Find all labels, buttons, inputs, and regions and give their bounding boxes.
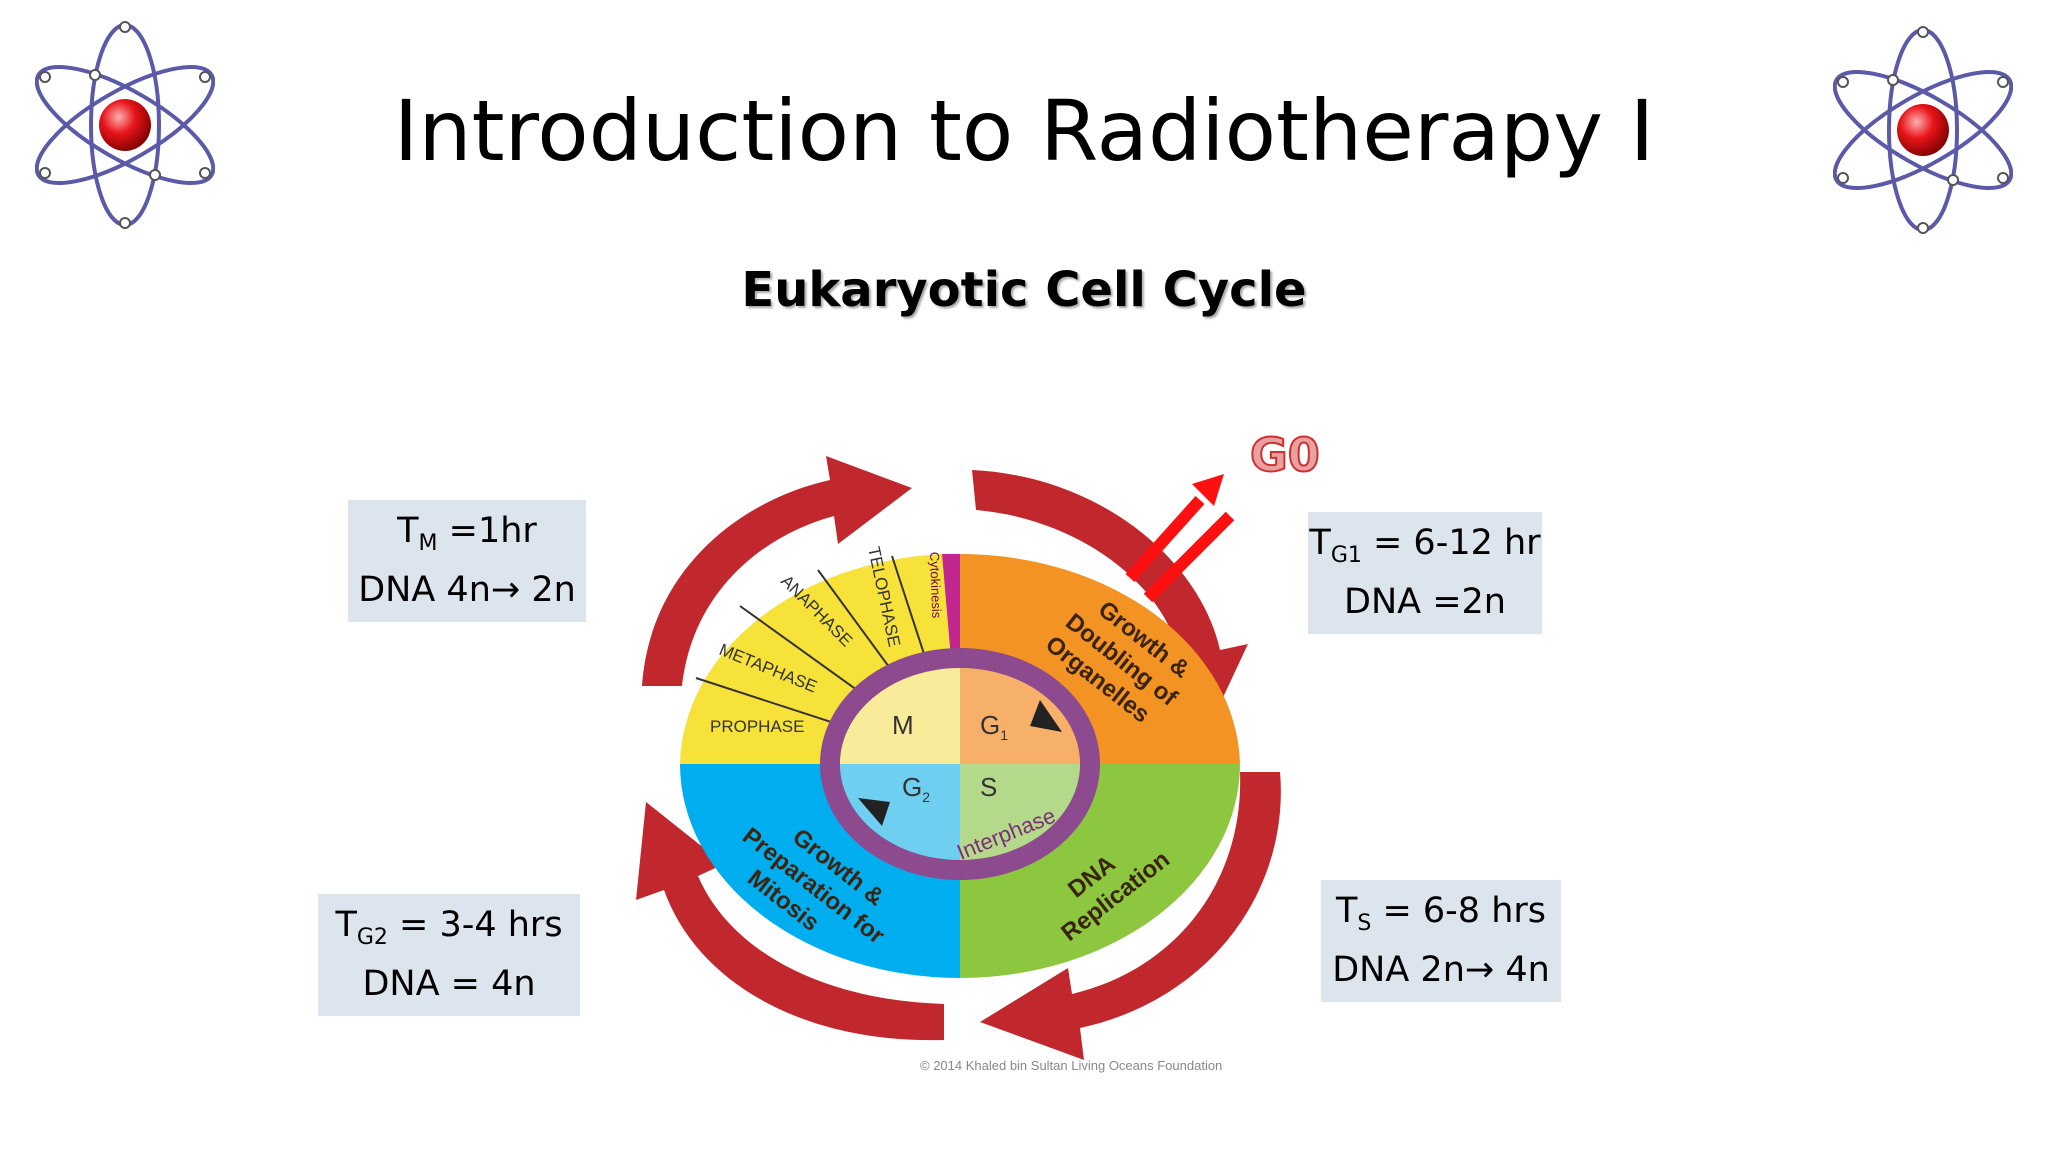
info-box-s-phase: TS = 6-8 hrs DNA 2n→ 4n [1321, 880, 1561, 1002]
cell-cycle-diagram: PROPHASE METAPHASE ANAPHASE TELOPHASE Cy… [636, 456, 1281, 1060]
arrow-to-m [642, 456, 912, 686]
atom-icon-left [35, 21, 215, 229]
interphase-ring [820, 648, 1100, 880]
inner-g2 [840, 764, 960, 860]
ring-arrow-icon [858, 798, 890, 826]
duration-line: TG1 = 6-12 hr [1309, 523, 1541, 568]
inner-label-s: S [980, 772, 997, 802]
inner-label-g2: G2 [902, 772, 930, 805]
duration-line: TS = 6-8 hrs [1335, 891, 1547, 936]
dna-line: DNA 2n→ 4n [1332, 950, 1550, 990]
inner-label-g1: G1 [980, 710, 1008, 743]
g0-exit-arrows [1125, 474, 1235, 603]
dna-line: DNA =2n [1344, 582, 1506, 622]
arrow-to-g2 [980, 772, 1281, 1060]
info-box-g2-phase: TG2 = 3-4 hrs DNA = 4n [318, 894, 580, 1016]
dna-line: DNA = 4n [362, 964, 536, 1004]
ring-arrow-icon [1030, 700, 1062, 732]
prophase-label: PROPHASE [710, 717, 804, 736]
inner-label-m: M [892, 710, 914, 740]
inner-g1 [960, 668, 1080, 764]
atom-icon-right [1833, 26, 2013, 234]
cytokinesis-label: Cytokinesis [927, 552, 944, 619]
cell-cycle-disc [680, 553, 1240, 978]
slide-title: Introduction to Radiotherapy I [393, 82, 1655, 180]
info-box-g1-phase: TG1 = 6-12 hr DNA =2n [1308, 512, 1542, 634]
nucleus-icon [1897, 104, 1949, 156]
inner-m [840, 668, 960, 764]
copyright-note: © 2014 Khaled bin Sultan Living Oceans F… [920, 1058, 1223, 1073]
g0-label: G0 [1249, 427, 1321, 483]
duration-line: TM =1hr [397, 511, 537, 556]
duration-line: TG2 = 3-4 hrs [335, 905, 563, 950]
nucleus-icon [99, 99, 151, 151]
inner-s [960, 764, 1080, 860]
dna-line: DNA 4n→ 2n [358, 570, 576, 610]
slide-subtitle: Eukaryotic Cell Cycle [741, 262, 1307, 318]
info-box-m-phase: TM =1hr DNA 4n→ 2n [348, 500, 586, 622]
